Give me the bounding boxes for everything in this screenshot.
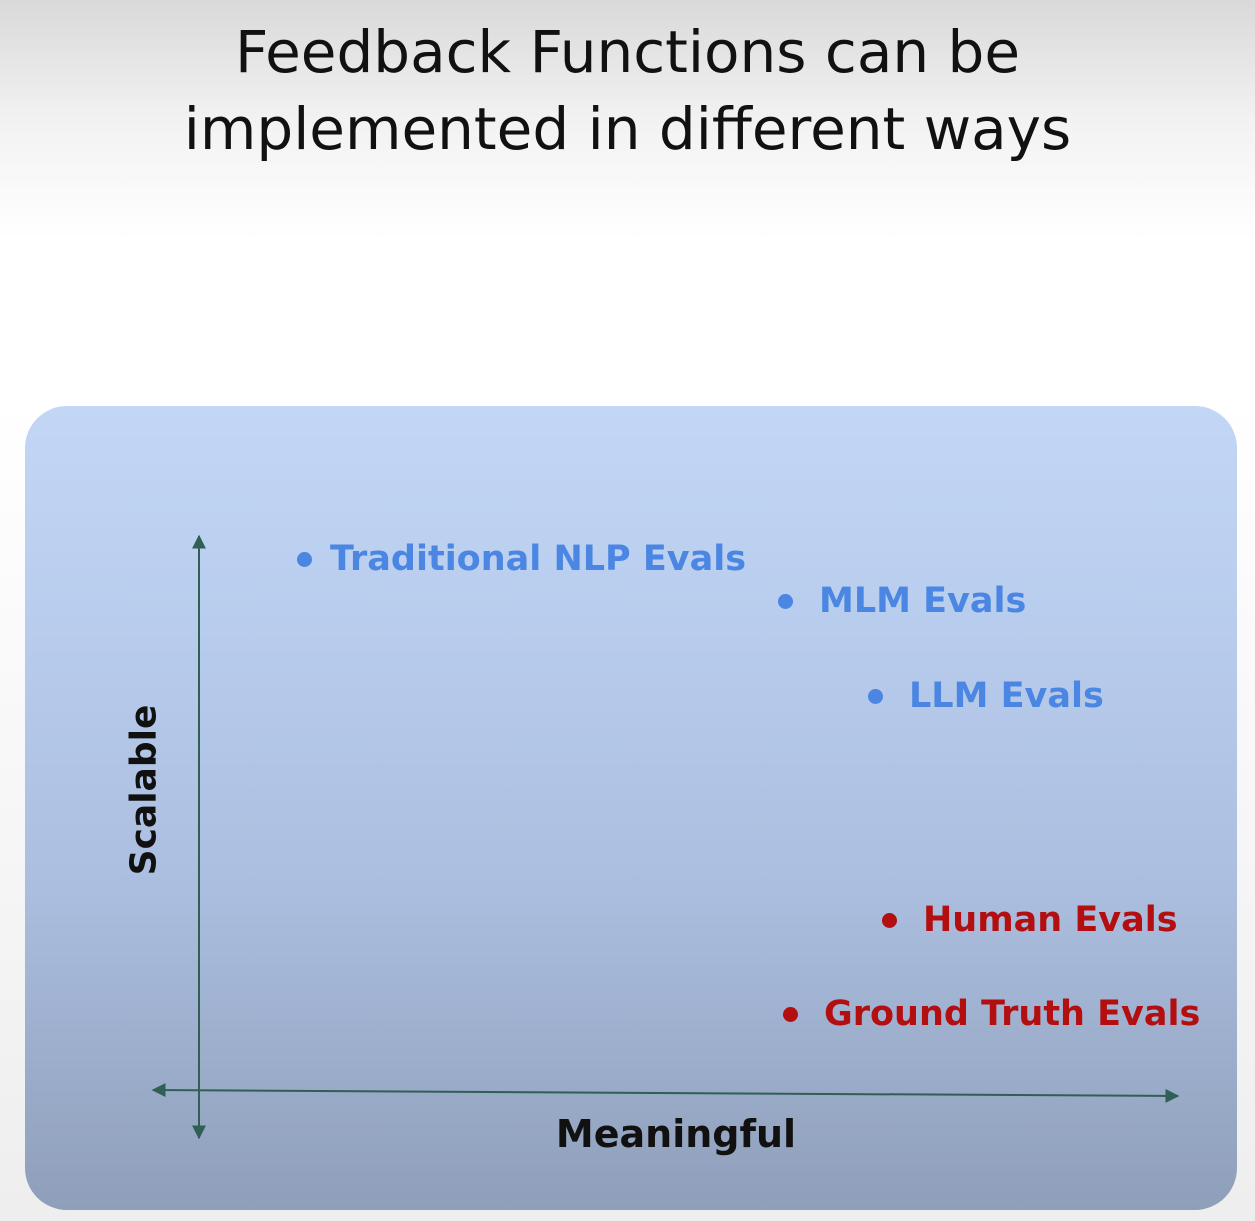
y-axis-label: Scalable: [123, 704, 165, 876]
item-label: MLM Evals: [819, 581, 1027, 621]
diagram-panel: [25, 406, 1237, 1210]
item-traditional-nlp-evals: Traditional NLP Evals: [297, 537, 746, 581]
item-llm-evals: LLM Evals: [868, 674, 1104, 718]
title-line-1: Feedback Functions can be: [234, 18, 1021, 86]
bullet-dot: [882, 912, 897, 928]
item-label: Human Evals: [923, 900, 1178, 940]
item-label: Traditional NLP Evals: [330, 539, 747, 579]
slide-title: Feedback Functions can be implemented in…: [0, 14, 1255, 168]
item-ground-truth-evals: Ground Truth Evals: [783, 992, 1200, 1036]
bullet-dot: [297, 551, 312, 567]
item-human-evals: Human Evals: [882, 898, 1178, 942]
x-axis-label: Meaningful: [555, 1112, 797, 1156]
title-line-2: implemented in different ways: [183, 95, 1072, 163]
bullet-dot: [783, 1006, 798, 1022]
bullet-dot: [778, 593, 793, 609]
item-label: LLM Evals: [909, 676, 1104, 716]
bullet-dot: [868, 688, 883, 704]
x-axis-arrow: [151, 1083, 1180, 1103]
item-label: Ground Truth Evals: [824, 994, 1201, 1034]
item-mlm-evals: MLM Evals: [778, 579, 1026, 623]
